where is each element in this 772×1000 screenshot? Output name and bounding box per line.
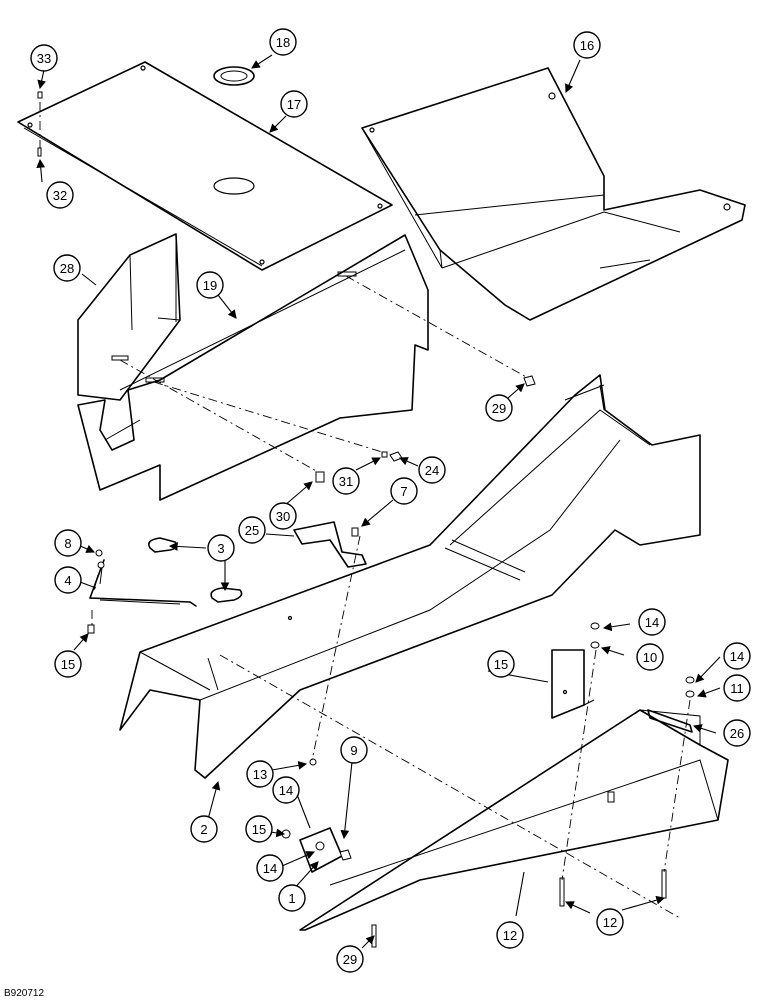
callout-number: 31 (339, 474, 353, 489)
callout-number: 33 (37, 51, 51, 66)
callout-balloon (190, 815, 218, 843)
callout-balloon (485, 394, 513, 422)
callout-balloon (245, 815, 273, 843)
callout-number: 26 (730, 726, 744, 741)
callout-number: 17 (287, 97, 301, 112)
callout-balloon (596, 908, 624, 936)
callout-number: 10 (643, 650, 657, 665)
callout-number: 14 (645, 615, 659, 630)
callout-balloon (487, 650, 515, 678)
clip (647, 709, 693, 733)
callout-balloon (278, 884, 306, 912)
mounting-plate (551, 649, 595, 719)
callout-number: 2 (200, 822, 207, 837)
callout-number: 18 (276, 35, 290, 50)
callout-balloon (496, 921, 524, 949)
callout-balloon (238, 516, 266, 544)
callout-balloon (53, 254, 81, 282)
grommet-ring (213, 66, 255, 86)
callout-number: 16 (580, 38, 594, 53)
callout-balloon (723, 674, 751, 702)
callout-number: 1 (288, 891, 295, 906)
callout-number: 15 (252, 822, 266, 837)
callout-balloon (54, 650, 82, 678)
hardware (37, 91, 695, 948)
callout-balloon (246, 760, 274, 788)
callout-balloon (418, 456, 446, 484)
upper-shield (361, 67, 746, 321)
callout-number: 15 (61, 657, 75, 672)
main-center-shield (77, 234, 429, 501)
callout-balloon (207, 534, 235, 562)
callout-number: 3 (217, 541, 224, 556)
callout-number: 29 (343, 952, 357, 967)
callout-balloon (280, 90, 308, 118)
callout-balloon (30, 44, 58, 72)
callout-number: 15 (494, 657, 508, 672)
callout-number: 25 (245, 523, 259, 538)
callout-number: 29 (492, 401, 506, 416)
bracket (293, 521, 367, 568)
callout-number: 30 (276, 509, 290, 524)
callout-number: 9 (350, 743, 357, 758)
callout-number: 13 (253, 767, 267, 782)
leader-lines (36, 54, 721, 949)
callout-number: 14 (263, 861, 277, 876)
callout-balloon (638, 608, 666, 636)
callout-balloon (269, 502, 297, 530)
callout-balloon (336, 945, 364, 973)
callout-number: 8 (64, 536, 71, 551)
callout-number: 14 (730, 649, 744, 664)
callout-balloon (723, 642, 751, 670)
drawing-code: B920712 (4, 988, 44, 999)
callout-balloon (272, 776, 300, 804)
callout-balloon (723, 719, 751, 747)
callout-number: 24 (425, 463, 439, 478)
callout-number: 12 (503, 928, 517, 943)
callout-balloon (390, 477, 418, 505)
callout-balloon (573, 31, 601, 59)
callout-balloon (269, 28, 297, 56)
main-floor-pan (119, 374, 701, 779)
callout-balloon (340, 736, 368, 764)
callout-number: 4 (64, 573, 71, 588)
callout-number: 12 (603, 915, 617, 930)
callout-number: 19 (203, 278, 217, 293)
callout-number: 32 (53, 188, 67, 203)
callout-balloon (256, 854, 284, 882)
alignment-lines (39, 102, 691, 919)
callout-number: 7 (400, 484, 407, 499)
callout-number: 28 (60, 261, 74, 276)
callout-balloon (196, 271, 224, 299)
left-side-panel (77, 233, 181, 401)
callout-number: 14 (279, 783, 293, 798)
callout-balloon (54, 529, 82, 557)
callout-balloon (46, 181, 74, 209)
chain (89, 559, 197, 607)
callout-number: 11 (730, 681, 744, 696)
callout-balloon (332, 467, 360, 495)
top-cover-plate (17, 61, 393, 271)
callout-balloon (636, 643, 664, 671)
callout-balloon (54, 566, 82, 594)
